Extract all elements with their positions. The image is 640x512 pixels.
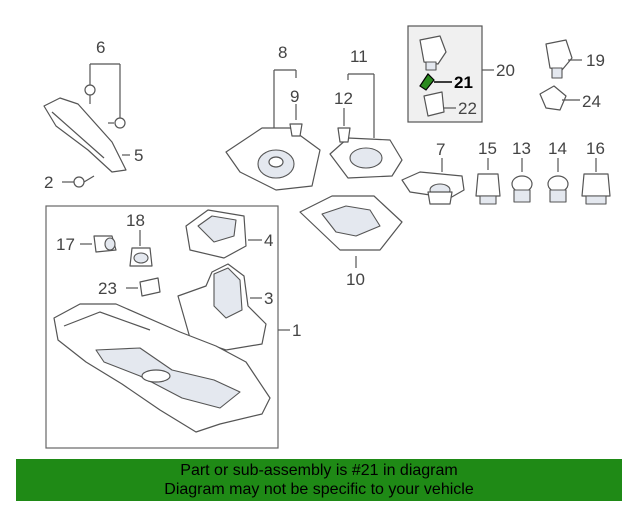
part-4-tray[interactable]	[185, 209, 262, 259]
part-21-clip-highlighted[interactable]	[419, 73, 452, 91]
part-11-shift-bezel[interactable]	[329, 73, 403, 179]
parts-diagram: 5 6 2 8 9 11 12	[43, 25, 611, 449]
callout-22: 22	[458, 99, 477, 118]
callout-24: 24	[582, 92, 601, 111]
info-banner: Part or sub-assembly is #21 in diagram D…	[16, 459, 622, 501]
part-2-screw[interactable]	[62, 175, 95, 188]
banner-line-2: Diagram may not be specific to your vehi…	[164, 481, 474, 498]
part-22-boot[interactable]	[423, 91, 456, 117]
callout-20: 20	[496, 61, 515, 80]
callout-8: 8	[278, 43, 287, 62]
callout-21: 21	[454, 73, 473, 92]
part-7-cup-holder[interactable]	[401, 158, 465, 205]
callout-1: 1	[292, 321, 301, 340]
part-18-socket[interactable]	[129, 230, 153, 267]
part-9-clip[interactable]	[289, 104, 303, 137]
callout-3: 3	[264, 289, 273, 308]
callout-12: 12	[334, 89, 353, 108]
callout-6: 6	[96, 38, 105, 57]
callout-7: 7	[436, 140, 445, 159]
part-1-box	[45, 205, 279, 449]
callout-4: 4	[264, 231, 273, 250]
callout-9: 9	[290, 87, 299, 106]
callout-10: 10	[346, 270, 365, 289]
part-8-shift-base[interactable]	[225, 69, 321, 191]
part-13-switch[interactable]	[511, 158, 533, 203]
callout-17: 17	[56, 235, 75, 254]
banner-line-1: Part or sub-assembly is #21 in diagram	[180, 462, 458, 479]
callout-23: 23	[98, 279, 117, 298]
callout-11: 11	[350, 47, 368, 66]
part-19-knob[interactable]	[545, 39, 582, 79]
part-6-clips[interactable]	[84, 63, 126, 129]
callout-15: 15	[478, 139, 497, 158]
part-17-switch[interactable]	[80, 235, 117, 253]
callout-5: 5	[134, 146, 143, 165]
part-16-switch[interactable]	[581, 158, 611, 205]
part-23-bracket[interactable]	[126, 277, 161, 297]
part-1-console-body[interactable]	[53, 303, 271, 433]
callout-2: 2	[44, 173, 53, 192]
part-15-switch[interactable]	[475, 158, 501, 205]
callout-19: 19	[586, 51, 605, 70]
part-12-clip[interactable]	[337, 108, 351, 143]
callout-16: 16	[586, 139, 605, 158]
part-5-side-trim[interactable]	[43, 97, 130, 173]
part-14-switch[interactable]	[547, 158, 569, 203]
part-24-boot[interactable]	[539, 85, 580, 111]
part-10-shift-panel[interactable]	[299, 195, 403, 268]
part-20-shift-knob[interactable]	[419, 35, 447, 71]
callout-13: 13	[512, 139, 531, 158]
callout-18: 18	[126, 211, 145, 230]
part-3-armrest[interactable]	[177, 263, 267, 351]
callout-14: 14	[548, 139, 567, 158]
